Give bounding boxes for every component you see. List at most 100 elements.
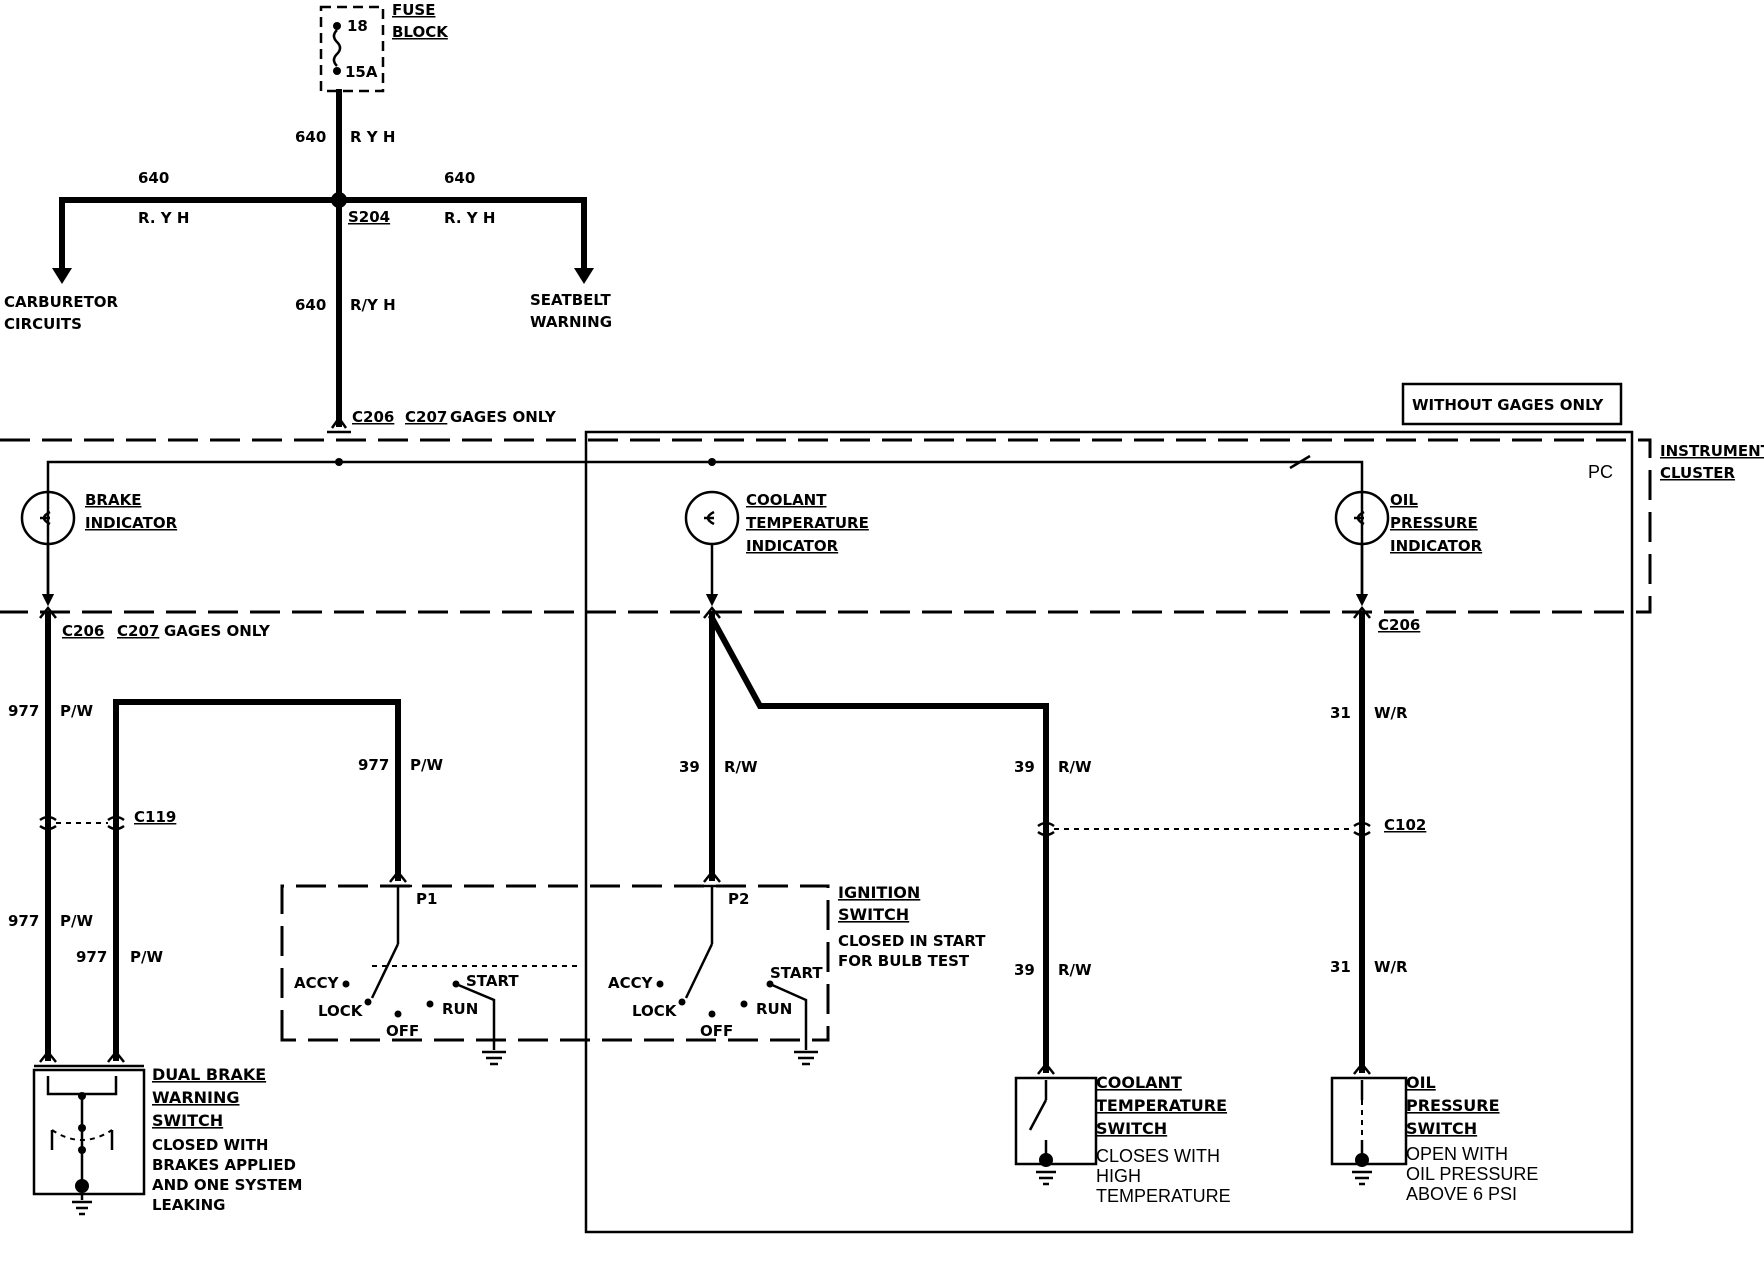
svg-text:HIGH: HIGH (1096, 1166, 1141, 1186)
svg-text:R/Y H: R/Y H (350, 296, 396, 314)
ground-icon (482, 1044, 506, 1066)
ignition-title-2: SWITCH (838, 905, 909, 924)
svg-text:P/W: P/W (60, 702, 93, 720)
svg-text:AND ONE SYSTEM: AND ONE SYSTEM (152, 1176, 302, 1194)
cluster-label-1: INSTRUMENT (1660, 442, 1764, 460)
svg-text:OFF: OFF (700, 1022, 733, 1040)
wire-to-seatbelt: 640 R. Y H SEATBELT WARNING (336, 169, 612, 331)
svg-text:P/W: P/W (130, 948, 163, 966)
coolant-indicator: COOLANT TEMPERATURE INDICATOR (684, 490, 869, 607)
svg-text:ABOVE 6 PSI: ABOVE 6 PSI (1406, 1184, 1517, 1204)
ignition-note-2: FOR BULB TEST (838, 952, 970, 970)
fuse-block: 18 15A FUSE BLOCK (319, 1, 449, 93)
svg-text:31: 31 (1330, 958, 1351, 976)
svg-text:R. Y H: R. Y H (138, 209, 189, 227)
fuse-number: 18 (347, 17, 368, 35)
svg-text:640: 640 (295, 296, 326, 314)
connector-c102: C102 (1037, 816, 1426, 837)
without-gages-box (1401, 382, 1623, 426)
fuse-title-1: FUSE (392, 1, 435, 19)
svg-text:OIL: OIL (1390, 491, 1418, 509)
svg-text:START: START (466, 972, 519, 990)
svg-text:WARNING: WARNING (152, 1088, 240, 1107)
ignition-title-1: IGNITION (838, 883, 920, 902)
svg-text:OIL: OIL (1406, 1073, 1436, 1092)
svg-text:P2: P2 (728, 890, 749, 908)
svg-text:R. Y H: R. Y H (444, 209, 495, 227)
instrument-cluster-boundary (0, 438, 1652, 614)
pc-label: PC (1588, 462, 1613, 482)
svg-text:OPEN WITH: OPEN WITH (1406, 1144, 1508, 1164)
ignition-switch-box (280, 884, 830, 1042)
svg-text:INDICATOR: INDICATOR (746, 537, 839, 555)
fuse-rating: 15A (345, 63, 378, 81)
ground-icon (794, 1044, 818, 1066)
svg-text:SWITCH: SWITCH (1096, 1119, 1167, 1138)
svg-text:INDICATOR: INDICATOR (1390, 537, 1483, 555)
svg-text:LOCK: LOCK (632, 1002, 678, 1020)
svg-text:39: 39 (1014, 758, 1035, 776)
connector-c207-top: C207 (405, 408, 447, 426)
dual-brake-warning-switch (32, 1049, 146, 1216)
svg-text:SWITCH: SWITCH (152, 1111, 223, 1130)
svg-text:DUAL BRAKE: DUAL BRAKE (152, 1065, 266, 1084)
ignition-switch-p2: P2 ACCY LOCK OFF RUN START (608, 869, 823, 1044)
connector-c206-top: C206 (352, 408, 394, 426)
brake-wire-right: 977 P/W 977 P/W (76, 699, 443, 1061)
svg-text:COOLANT: COOLANT (746, 491, 827, 509)
splice-label: S204 (348, 208, 390, 226)
svg-text:SEATBELT: SEATBELT (530, 291, 611, 309)
gages-only-bottom: GAGES ONLY (164, 622, 271, 640)
svg-text:977: 977 (358, 756, 389, 774)
svg-text:640: 640 (444, 169, 475, 187)
svg-text:LOCK: LOCK (318, 1002, 364, 1020)
svg-text:OFF: OFF (386, 1022, 419, 1040)
gages-only-top: GAGES ONLY (450, 408, 557, 426)
svg-text:R/W: R/W (1058, 961, 1092, 979)
coolant-wire: 39 R/W 39 R/W 39 R/W (679, 605, 1092, 1073)
svg-text:TEMPERATURE: TEMPERATURE (746, 514, 869, 532)
brake-indicator: BRAKE INDICATOR (20, 490, 178, 607)
svg-text:977: 977 (8, 702, 39, 720)
svg-text:R/W: R/W (1058, 758, 1092, 776)
svg-text:RUN: RUN (756, 1000, 792, 1018)
svg-text:W/R: W/R (1374, 704, 1408, 722)
svg-text:RUN: RUN (442, 1000, 478, 1018)
wire-to-carburetor: 640 R. Y H CARBURETOR CIRCUITS (4, 169, 342, 333)
svg-text:TEMPERATURE: TEMPERATURE (1096, 1096, 1227, 1115)
svg-text:COOLANT: COOLANT (1096, 1073, 1182, 1092)
svg-text:31: 31 (1330, 704, 1351, 722)
svg-text:WARNING: WARNING (530, 313, 612, 331)
cluster-bus (46, 460, 1364, 600)
svg-text:R Y H: R Y H (350, 128, 395, 146)
without-gages-label: WITHOUT GAGES ONLY (1412, 396, 1604, 414)
oil-pressure-switch (1330, 1061, 1408, 1186)
svg-text:39: 39 (679, 758, 700, 776)
svg-text:BRAKES APPLIED: BRAKES APPLIED (152, 1156, 296, 1174)
svg-text:977: 977 (8, 912, 39, 930)
without-gages-region (584, 430, 1634, 1234)
svg-text:CLOSES WITH: CLOSES WITH (1096, 1146, 1220, 1166)
svg-text:640: 640 (295, 128, 326, 146)
svg-text:LEAKING: LEAKING (152, 1196, 225, 1214)
svg-text:BRAKE: BRAKE (85, 491, 141, 509)
connector-c207-bottom: C207 (117, 622, 159, 640)
svg-text:P/W: P/W (410, 756, 443, 774)
oil-wire: 31 W/R 31 W/R (1330, 605, 1408, 1073)
svg-text:PRESSURE: PRESSURE (1406, 1096, 1500, 1115)
svg-text:SWITCH: SWITCH (1406, 1119, 1477, 1138)
connector-c206-bottom: C206 (62, 622, 104, 640)
svg-text:TEMPERATURE: TEMPERATURE (1096, 1186, 1231, 1206)
svg-text:P/W: P/W (60, 912, 93, 930)
svg-text:W/R: W/R (1374, 958, 1408, 976)
cluster-label-2: CLUSTER (1660, 464, 1735, 482)
svg-text:640: 640 (138, 169, 169, 187)
svg-text:C119: C119 (134, 808, 176, 826)
svg-text:OIL PRESSURE: OIL PRESSURE (1406, 1164, 1538, 1184)
svg-text:CIRCUITS: CIRCUITS (4, 315, 82, 333)
svg-text:PRESSURE: PRESSURE (1390, 514, 1478, 532)
wire-to-cluster: 640 R/Y H (295, 197, 396, 434)
svg-text:ACCY: ACCY (294, 974, 340, 992)
svg-text:977: 977 (76, 948, 107, 966)
